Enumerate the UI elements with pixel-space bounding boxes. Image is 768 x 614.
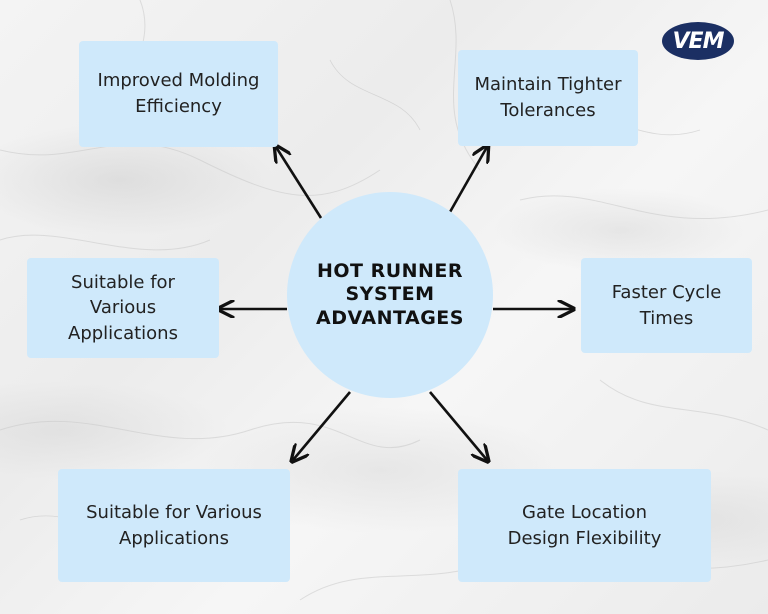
arrow-top-left xyxy=(276,147,323,219)
arrow-bottom-left xyxy=(293,391,351,460)
node-label: Suitable for Various Applications xyxy=(86,501,262,549)
central-topic-title: HOT RUNNER SYSTEM ADVANTAGES xyxy=(316,260,464,329)
node-maintain-tighter-tolerances: Maintain Tighter Tolerances xyxy=(458,50,638,146)
node-gate-location-design-flexibility: Gate Location Design Flexibility xyxy=(458,469,711,582)
node-faster-cycle-times: Faster Cycle Times xyxy=(581,258,752,353)
node-label: Improved Molding Efficiency xyxy=(97,70,260,117)
logo-text: VEM xyxy=(672,28,725,54)
arrow-top-right xyxy=(448,147,487,213)
node-label: Maintain Tighter Tolerances xyxy=(474,74,622,121)
node-suitable-for-various-applications-left: Suitable for Various Applications xyxy=(27,258,219,358)
arrow-bottom-right xyxy=(429,391,487,460)
node-label: Suitable for Various Applications xyxy=(68,271,178,344)
node-label: Faster Cycle Times xyxy=(611,281,722,329)
node-suitable-for-various-applications-bottom: Suitable for Various Applications xyxy=(58,469,290,582)
central-topic-circle: HOT RUNNER SYSTEM ADVANTAGES xyxy=(287,192,493,398)
node-improved-molding-efficiency: Improved Molding Efficiency xyxy=(79,41,278,147)
node-label: Gate Location Design Flexibility xyxy=(507,501,662,549)
vem-logo: VEM xyxy=(662,22,734,60)
